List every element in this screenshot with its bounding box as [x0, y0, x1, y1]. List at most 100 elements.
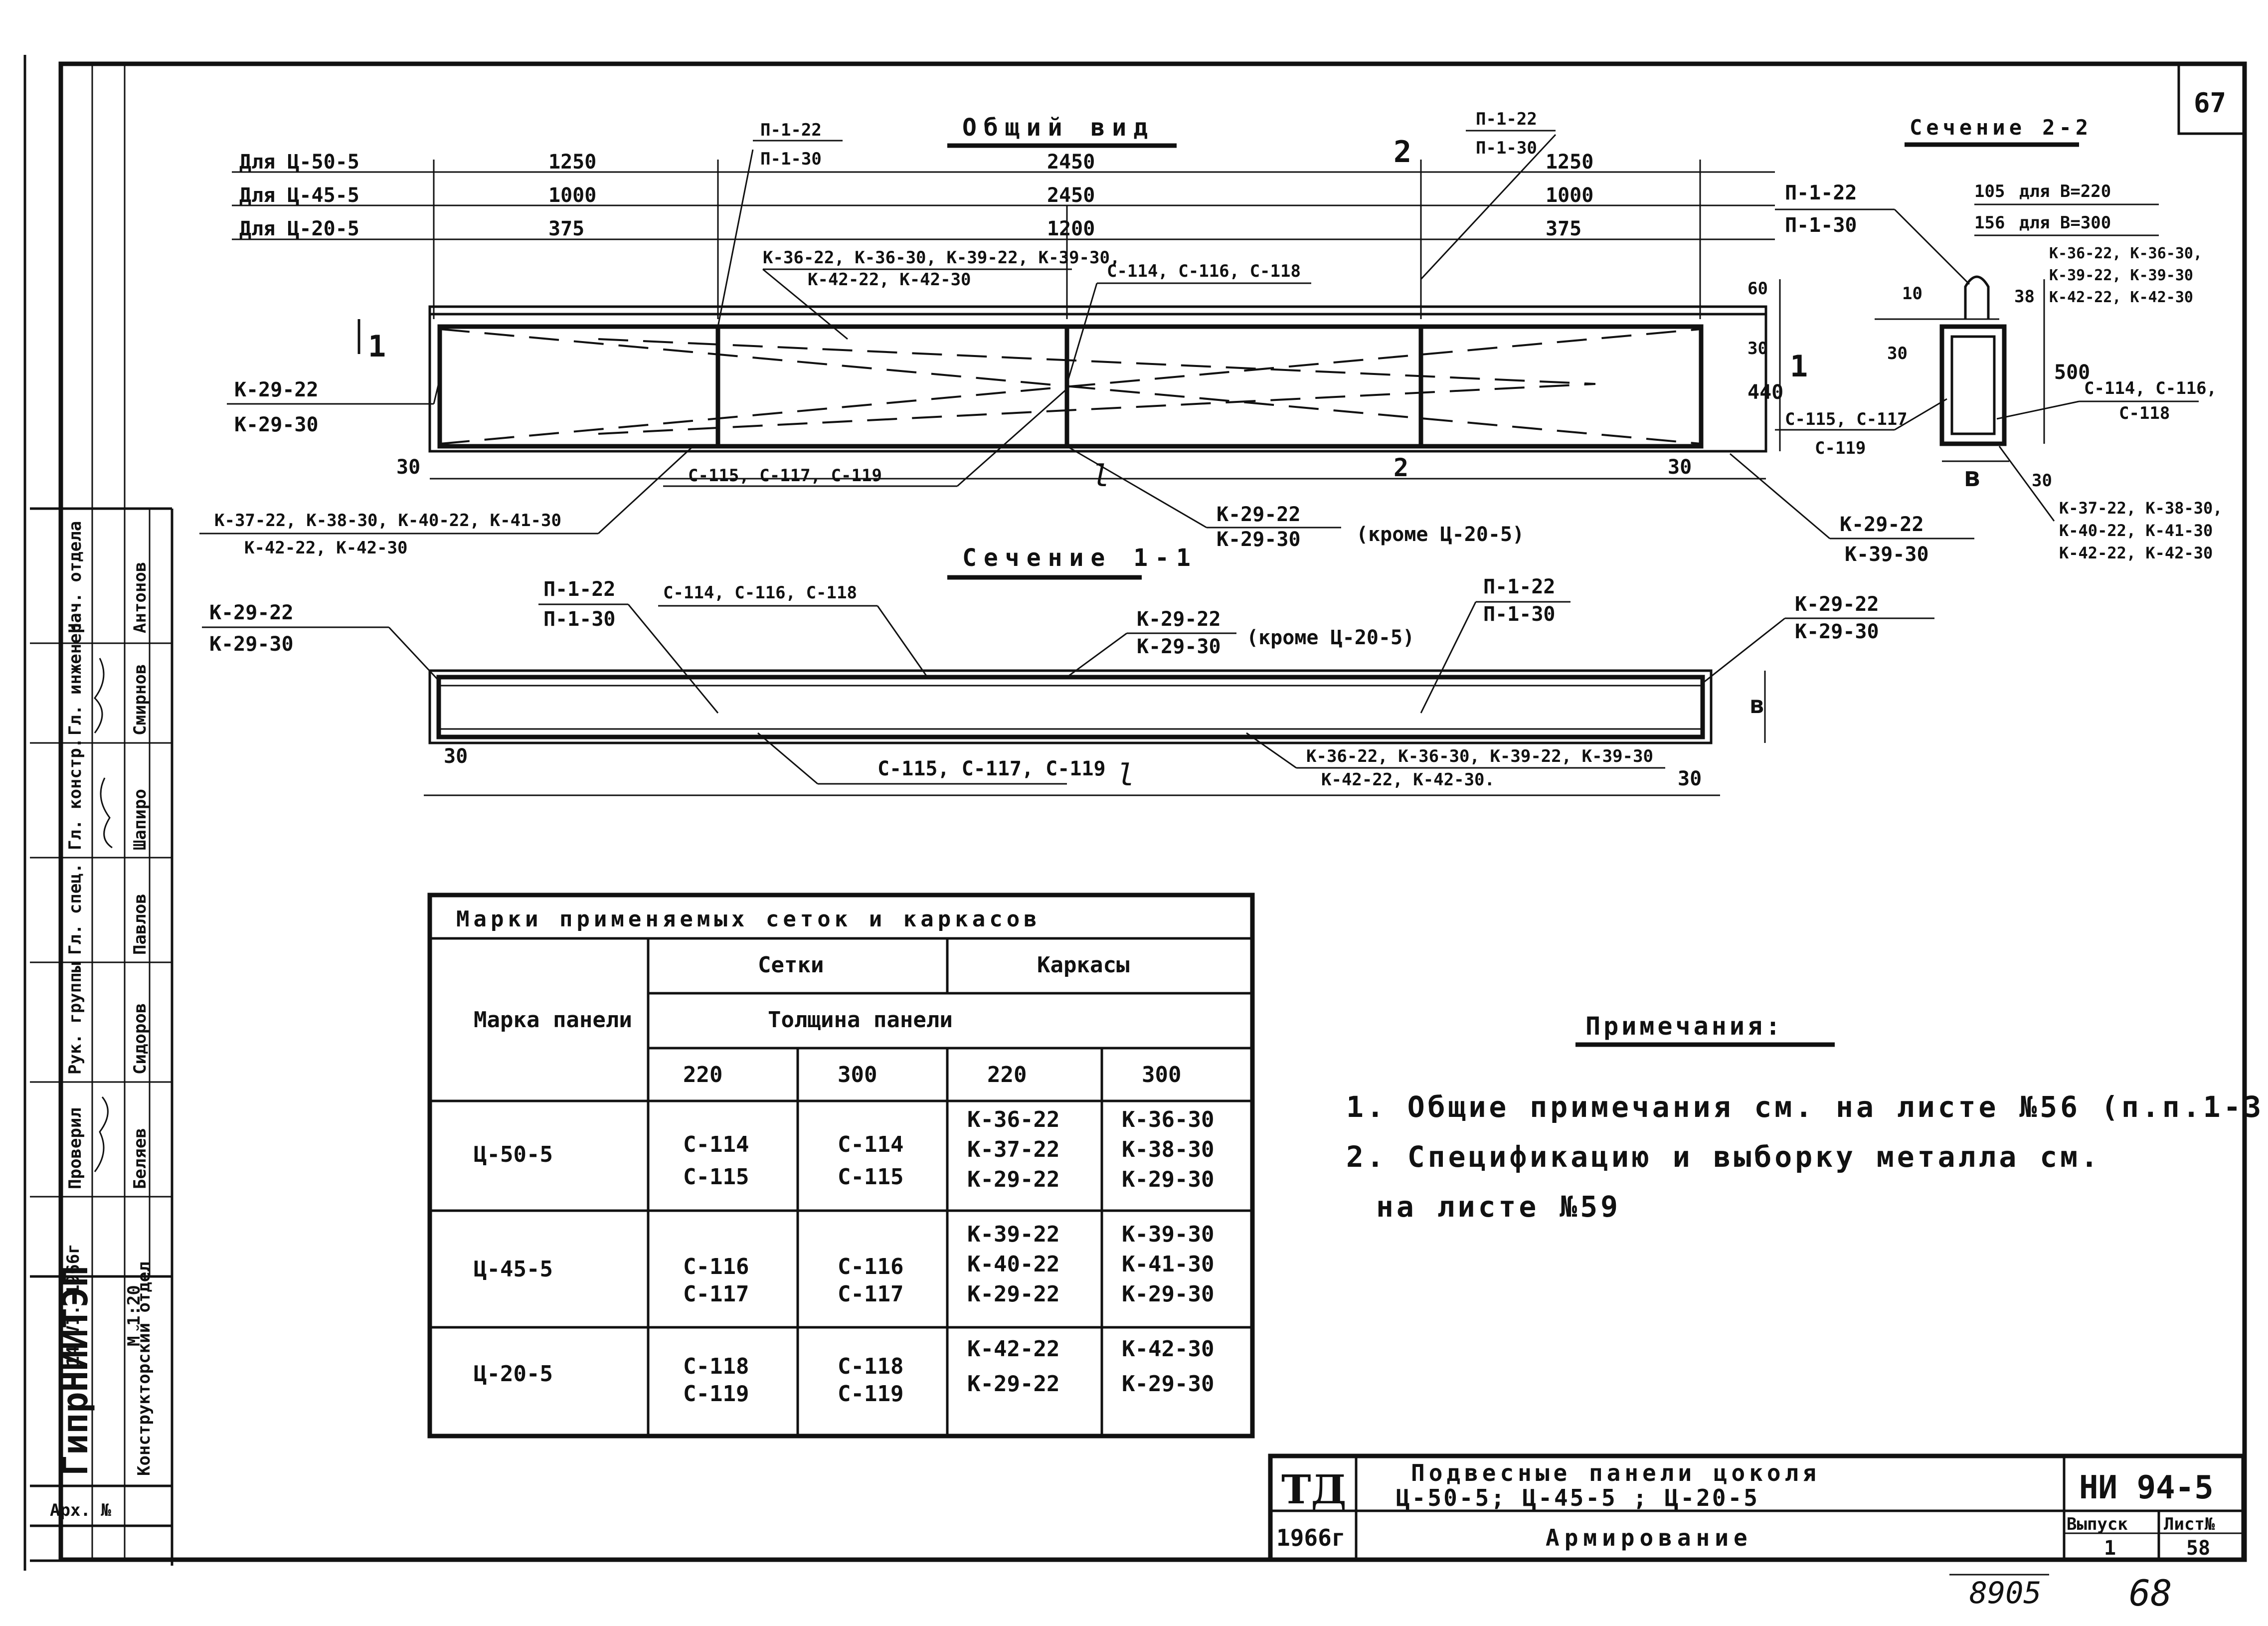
gv-k-left-bot: К-29-30 — [234, 413, 319, 436]
notes-title: Примечания: — [1585, 1012, 1783, 1041]
s11-p-right-top: П-1-22 — [1483, 575, 1556, 598]
gv-cut-2: 2 — [1394, 135, 1411, 170]
table-row-1-f220-a: К-36-22 — [967, 1107, 1059, 1132]
row-3-right: 375 — [1546, 217, 1581, 240]
role-5: Рук. группы — [65, 962, 85, 1075]
table-row-1-f300-c: К-29-30 — [1122, 1167, 1214, 1192]
page-number: 67 — [2194, 87, 2226, 119]
s11-l: l — [1117, 758, 1135, 793]
table-row-2-g220-b: С-117 — [683, 1281, 749, 1307]
gv-cut-1: 1 — [368, 329, 386, 364]
s11-p-left-top: П-1-22 — [543, 578, 616, 601]
s22-k-3: К-42-22, К-42-30 — [2049, 289, 2193, 306]
name-3: Шапиро — [130, 789, 150, 850]
s11-k-mid-top: К-29-22 — [1137, 608, 1221, 631]
table-sub-4: 300 — [1142, 1062, 1181, 1087]
row-2-left: 1000 — [548, 184, 596, 207]
s11-title: Сечение 1-1 — [962, 544, 1198, 572]
row-2-right: 1000 — [1546, 184, 1593, 207]
gv-p-right-top: П-1-22 — [1476, 109, 1537, 129]
tb-sheet-label: Лист№ — [2164, 1514, 2215, 1534]
s22-b: в — [1964, 461, 1981, 493]
s22-k-left-1: К-29-22 — [1840, 513, 1924, 536]
s22-cut-1: 1 — [1790, 349, 1808, 384]
table-row-2-g300-a: С-116 — [838, 1254, 903, 1279]
table-row-2-f300-a: К-39-30 — [1122, 1222, 1214, 1247]
marks-table: Марки применяемых сеток и каркасов Марка… — [427, 893, 1255, 1439]
note-2: 2. Спецификацию и выборку металла см. — [1346, 1140, 2101, 1174]
tb-issue-label: Выпуск — [2067, 1514, 2128, 1534]
table-row-2-g300-b: С-117 — [838, 1281, 903, 1307]
s11-d30-right: 30 — [1678, 767, 1702, 790]
tb-year: 1966г — [1276, 1524, 1345, 1551]
gv-k-frames-2: К-42-22, К-42-30 — [808, 270, 971, 290]
table-row-2-f300-b: К-41-30 — [1122, 1252, 1214, 1277]
row-label-3: Для Ц-20-5 — [239, 217, 359, 240]
role-6: Проверил — [65, 1107, 85, 1189]
table-sub-1: 220 — [683, 1062, 722, 1087]
table-row-1-g220-b: С-115 — [683, 1164, 749, 1190]
table-row-2-f220-a: К-39-22 — [967, 1222, 1059, 1247]
note-1: 1. Общие примечания см. на листе №56 (п.… — [1346, 1090, 2268, 1124]
gv-dim-30-left: 30 — [396, 456, 420, 479]
table-row-2-f220-c: К-29-22 — [967, 1281, 1059, 1307]
note-3: на листе №59 — [1376, 1190, 1621, 1224]
table-row-1-f220-b: К-37-22 — [967, 1137, 1059, 1162]
table-row-1-f300-a: К-36-30 — [1122, 1107, 1214, 1132]
gv-k-left-top: К-29-22 — [234, 378, 319, 401]
s22-rib-top — [1964, 275, 1990, 319]
s22-d10: 10 — [1902, 284, 1922, 304]
title-block: ТД 1966г Подвесные панели цоколя Ц-50-5;… — [1268, 1453, 2246, 1562]
s22-d105: 105 — [1974, 181, 2005, 201]
s22-d156-note: для В=300 — [2019, 213, 2111, 233]
row-2-mid: 2450 — [1047, 184, 1095, 207]
table-row-1-g300-a: С-114 — [838, 1132, 903, 1157]
table-row-3-g220-a: С-118 — [683, 1354, 749, 1379]
gv-k-mid-note: (кроме Ц-20-5) — [1356, 523, 1524, 546]
row-label-2: Для Ц-45-5 — [239, 184, 359, 207]
table-row-2-f300-c: К-29-30 — [1122, 1281, 1214, 1307]
table-row-2-mark: Ц-45-5 — [474, 1257, 553, 1282]
table-col-mark: Марка панели — [474, 1007, 632, 1033]
s22-k-bot-3: К-42-22, К-42-30 — [2059, 543, 2213, 562]
s22-d30: 30 — [1887, 344, 1908, 363]
gv-dim-60: 60 — [1747, 279, 1768, 299]
gv-p-right-bot: П-1-30 — [1476, 138, 1537, 158]
stamp-date: 14.VI. 1966г — [63, 1244, 83, 1366]
s22-k-bot-1: К-37-22, К-38-30, — [2059, 499, 2223, 518]
table-row-3-g300-a: С-118 — [838, 1354, 903, 1379]
table-row-3-f220-b: К-29-22 — [967, 1371, 1059, 1397]
row-3-left: 375 — [548, 217, 584, 240]
table-col-thickness: Толщина панели — [768, 1007, 953, 1033]
gv-k-mid-top: К-29-22 — [1217, 503, 1301, 526]
s22-body — [1939, 324, 2007, 446]
stamp-dept: Конструкторский отдел — [134, 1262, 154, 1476]
s22-k-bot-2: К-40-22, К-41-30 — [2059, 521, 2213, 540]
table-row-3-g300-b: С-119 — [838, 1381, 903, 1407]
gv-dim-440: 440 — [1747, 381, 1783, 404]
s22-c-right-bot: С-118 — [2119, 403, 2170, 423]
stamp-institute: ГипрНИИТЭП — [55, 1266, 96, 1476]
table-row-1-g300-b: С-115 — [838, 1164, 903, 1190]
s11-b: в — [1750, 691, 1764, 719]
s11-c-top: С-114, С-116, С-118 — [663, 583, 857, 603]
s11-k-mid-note: (кроме Ц-20-5) — [1246, 626, 1414, 649]
table-row-3-g220-b: С-119 — [683, 1381, 749, 1407]
s22-k-1: К-36-22, К-36-30, — [2049, 245, 2202, 262]
table-row-1-g220-a: С-114 — [683, 1132, 749, 1157]
gv-dim-l: l — [1092, 459, 1110, 494]
s22-k-2: К-39-22, К-39-30 — [2049, 267, 2193, 284]
s22-d500: 500 — [2054, 361, 2090, 384]
table-sub-2: 300 — [838, 1062, 877, 1087]
name-1: Антонов — [130, 562, 150, 633]
tb-name-1: Подвесные панели цоколя — [1411, 1459, 1820, 1486]
row-label-1: Для Ц-50-5 — [239, 151, 359, 174]
s11-p-right-bot: П-1-30 — [1483, 603, 1556, 626]
table-row-2-f220-b: К-40-22 — [967, 1252, 1059, 1277]
panel-frame — [437, 324, 1704, 449]
gv-dim-30-right: 30 — [1668, 456, 1692, 479]
gv-c-bottom: С-115, С-117, С-119 — [688, 466, 882, 486]
stamp-scale: М 1:20 — [124, 1285, 144, 1346]
s22-title: Сечение 2-2 — [1910, 115, 2092, 140]
tb-subject: Армирование — [1546, 1524, 1752, 1551]
